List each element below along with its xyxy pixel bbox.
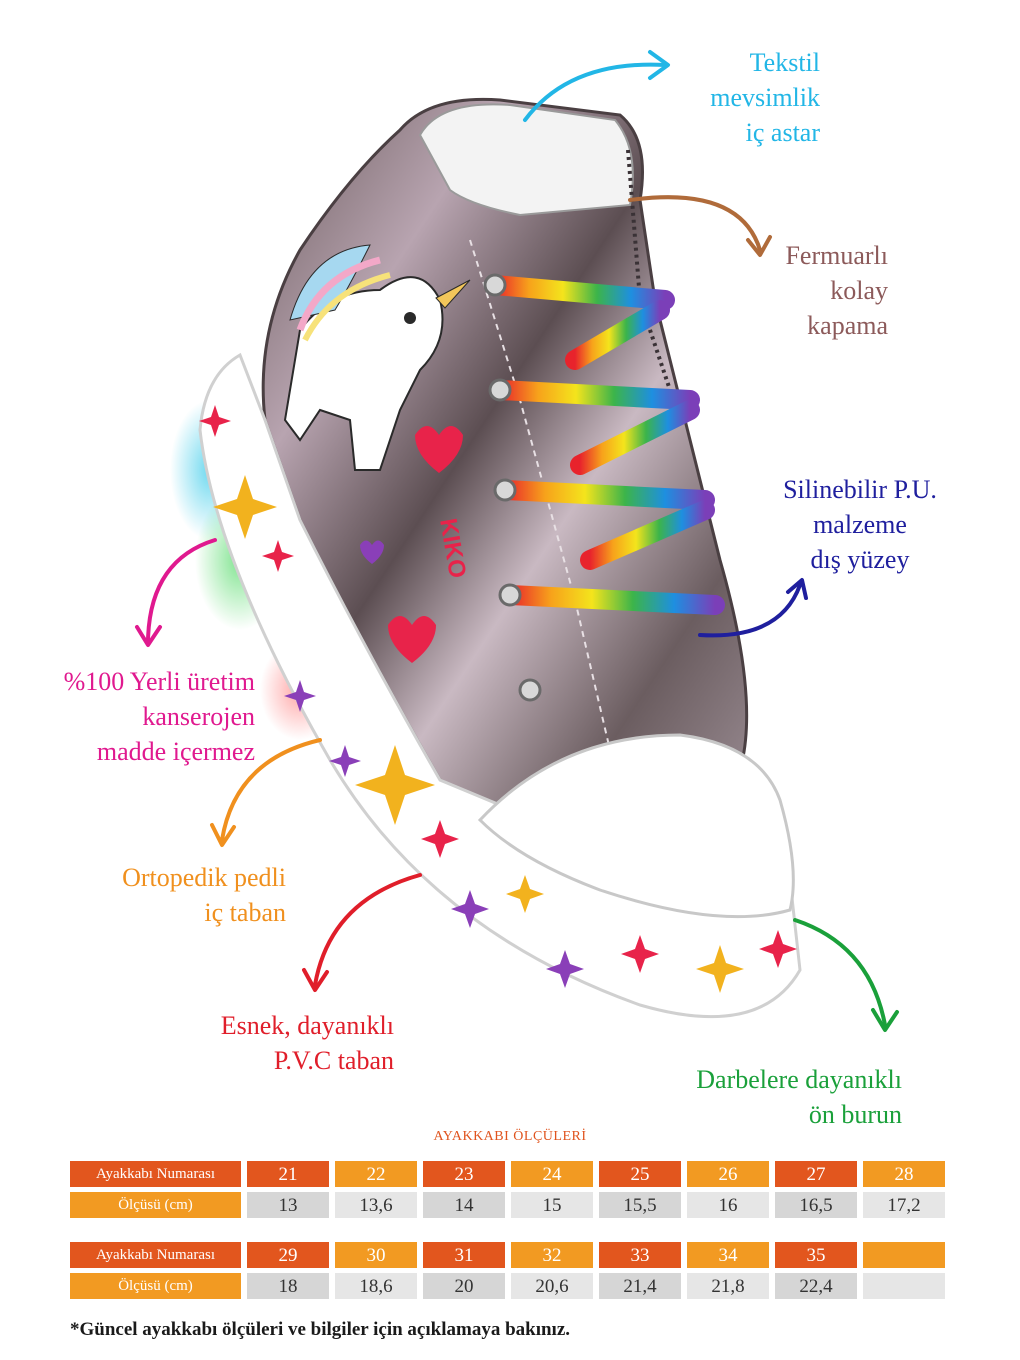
- size-cell: 23: [423, 1161, 505, 1187]
- callout-line: Silinebilir P.U.: [783, 475, 937, 504]
- unicorn-patch: [283, 244, 471, 471]
- product-illustration: KIKO: [135, 50, 899, 1032]
- size-cell: 25: [599, 1161, 681, 1187]
- callout-line: kapama: [807, 311, 888, 340]
- size-cell: 13: [247, 1192, 329, 1218]
- callout-line: iç astar: [745, 118, 820, 147]
- eyelets: [483, 273, 542, 702]
- size-row-numbers: Ayakkabı Numarası 29 30 31 32 33 34 35: [70, 1242, 951, 1268]
- size-cell: 21,8: [687, 1273, 769, 1299]
- callout-zipper: Fermuarlı kolay kapama: [785, 238, 888, 343]
- size-cell: [863, 1273, 945, 1299]
- size-cell: 16: [687, 1192, 769, 1218]
- callout-line: P.V.C taban: [273, 1046, 394, 1075]
- arrow-lining: [523, 50, 670, 122]
- arrow-insole: [210, 738, 322, 847]
- size-cell: 14: [423, 1192, 505, 1218]
- size-cell: 35: [775, 1242, 857, 1268]
- callout-line: dış yüzey: [810, 545, 910, 574]
- stitching: [469, 239, 611, 751]
- size-cell: 20: [423, 1273, 505, 1299]
- size-cell: 30: [335, 1242, 417, 1268]
- row-label: Ölçüsü (cm): [70, 1192, 241, 1218]
- callout-line: %100 Yerli üretim: [63, 667, 255, 696]
- callout-lining: Tekstil mevsimlik iç astar: [710, 45, 820, 150]
- callout-line: Ortopedik pedli: [122, 863, 286, 892]
- callout-line: kanserojen: [142, 702, 255, 731]
- toe-cap: [477, 733, 795, 919]
- callout-surface: Silinebilir P.U. malzeme dış yüzey: [760, 472, 960, 577]
- callout-line: madde içermez: [96, 737, 255, 766]
- size-cell: 16,5: [775, 1192, 857, 1218]
- callout-line: mevsimlik: [710, 83, 820, 112]
- size-cell: 15: [511, 1192, 593, 1218]
- callout-line: Darbelere dayanıklı: [696, 1065, 902, 1094]
- size-cell: [863, 1242, 945, 1268]
- size-cell: 15,5: [599, 1192, 681, 1218]
- arrow-zipper: [628, 195, 772, 257]
- size-cell: 21: [247, 1161, 329, 1187]
- callout-line: Esnek, dayanıklı: [220, 1011, 394, 1040]
- size-cell: 33: [599, 1242, 681, 1268]
- star-decorations: [199, 405, 797, 993]
- size-row-cm: Ölçüsü (cm) 13 13,6 14 15 15,5 16 16,5 1…: [70, 1192, 951, 1218]
- size-cell: 29: [247, 1242, 329, 1268]
- callout-line: Fermuarlı: [785, 241, 888, 270]
- arrow-sole: [302, 873, 422, 992]
- rainbow-laces: [485, 275, 745, 700]
- size-row-numbers: Ayakkabı Numarası 21 22 23 24 25 26 27 2…: [70, 1161, 951, 1187]
- callout-local: %100 Yerli üretim kanserojen madde içerm…: [64, 664, 255, 769]
- callout-line: iç taban: [204, 898, 286, 927]
- callout-line: kolay: [830, 276, 888, 305]
- row-label: Ölçüsü (cm): [70, 1273, 241, 1299]
- callout-sole: Esnek, dayanıklı P.V.C taban: [221, 1008, 394, 1078]
- size-cell: 13,6: [335, 1192, 417, 1218]
- size-cell: 31: [423, 1242, 505, 1268]
- size-cell: 24: [511, 1161, 593, 1187]
- size-cell: 18: [247, 1273, 329, 1299]
- arrow-surface: [698, 578, 808, 638]
- row-label: Ayakkabı Numarası: [70, 1242, 241, 1268]
- size-cell: 34: [687, 1242, 769, 1268]
- size-chart-footnote: *Güncel ayakkabı ölçüleri ve bilgiler iç…: [70, 1319, 571, 1340]
- size-cell: 27: [775, 1161, 857, 1187]
- arrow-toe: [793, 918, 899, 1032]
- heart-decorations: [360, 426, 463, 663]
- callout-line: malzeme: [813, 510, 907, 539]
- size-cell: 18,6: [335, 1273, 417, 1299]
- callout-line: ön burun: [808, 1100, 902, 1129]
- size-cell: 21,4: [599, 1273, 681, 1299]
- size-chart-title: AYAKKABI ÖLÇÜLERİ: [433, 1129, 587, 1144]
- size-cell: 26: [687, 1161, 769, 1187]
- size-cell: 20,6: [511, 1273, 593, 1299]
- size-cell: 22,4: [775, 1273, 857, 1299]
- size-cell: 17,2: [863, 1192, 945, 1218]
- callout-toe: Darbelere dayanıklı ön burun: [696, 1062, 902, 1132]
- size-cell: 32: [511, 1242, 593, 1268]
- size-row-cm: Ölçüsü (cm) 18 18,6 20 20,6 21,4 21,8 22…: [70, 1273, 951, 1299]
- shoe-lining: [418, 103, 634, 217]
- row-label: Ayakkabı Numarası: [70, 1161, 241, 1187]
- size-cell: 28: [863, 1161, 945, 1187]
- callout-line: Tekstil: [749, 48, 820, 77]
- callout-insole: Ortopedik pedli iç taban: [122, 860, 286, 930]
- arrow-local: [135, 538, 217, 647]
- size-cell: 22: [335, 1161, 417, 1187]
